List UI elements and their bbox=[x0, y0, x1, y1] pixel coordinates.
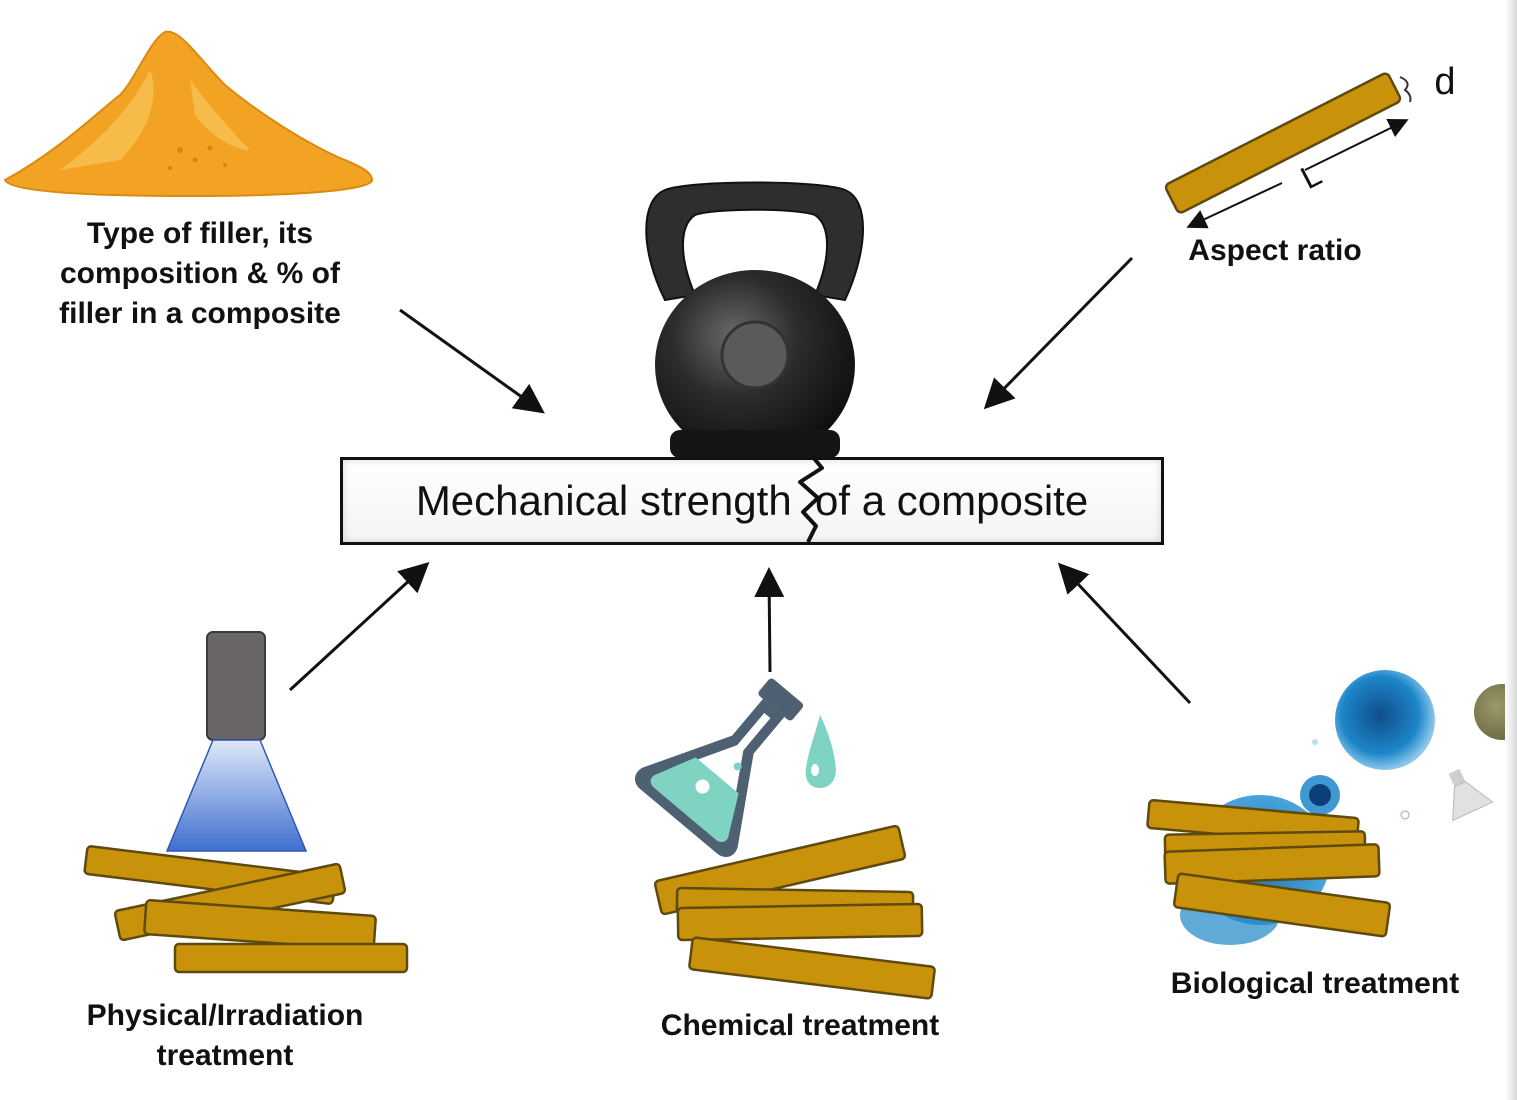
sand-pile-icon bbox=[3, 30, 374, 198]
fiber-pile-physical-icon bbox=[83, 845, 409, 974]
irradiation-lamp-icon bbox=[165, 631, 308, 852]
center-title-part1: Mechanical strength bbox=[415, 477, 792, 524]
chemical-treatment-label: Chemical treatment bbox=[660, 1009, 940, 1042]
arrow-biological bbox=[1057, 562, 1192, 705]
right-edge-shade bbox=[1505, 0, 1517, 1100]
arrow-chemical bbox=[754, 567, 785, 673]
chemical-flask-icon bbox=[635, 678, 836, 858]
physical-treatment-label: Physical/Irradiation treatment bbox=[45, 996, 405, 1076]
kettlebell-icon bbox=[645, 181, 864, 460]
arrow-physical bbox=[288, 561, 430, 692]
aspect-d-label: d bbox=[1434, 61, 1456, 103]
physical-label-line2: treatment bbox=[156, 1039, 294, 1072]
center-title-part2: of a composite bbox=[815, 477, 1089, 524]
mechanical-strength-box: Mechanical strength of a composite bbox=[340, 457, 1164, 545]
physical-label-line1: Physical/Irradiation bbox=[86, 999, 364, 1032]
filler-label-line1: Type of filler, its bbox=[86, 217, 314, 250]
aspect-ratio-rod-icon bbox=[1164, 72, 1412, 229]
arrow-aspect-ratio bbox=[983, 256, 1134, 410]
arrow-filler bbox=[399, 308, 545, 414]
filler-label: Type of filler, its composition & % of f… bbox=[20, 214, 380, 334]
filler-label-line3: filler in a composite bbox=[59, 297, 341, 330]
fiber-pile-biological-icon bbox=[1146, 798, 1392, 938]
filler-label-line2: composition & % of bbox=[60, 257, 340, 290]
fiber-pile-chemical-icon bbox=[653, 824, 936, 1000]
influence-arrows bbox=[288, 256, 1192, 705]
biological-treatment-label: Biological treatment bbox=[1170, 967, 1460, 1000]
aspect-ratio-label: Aspect ratio bbox=[1188, 234, 1362, 267]
